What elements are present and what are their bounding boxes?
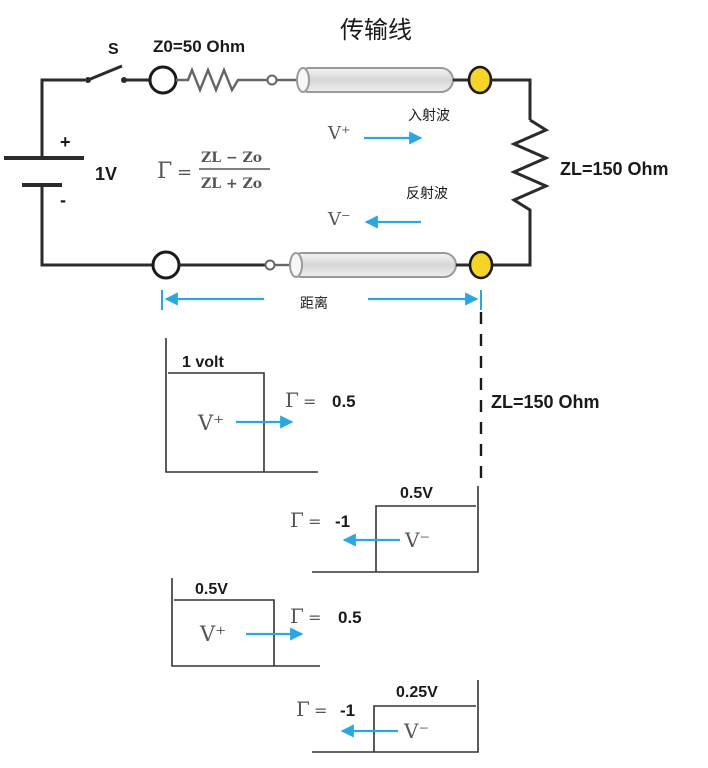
step-4-reflected-wave: 0.25V Γ = -1 V⁻: [296, 680, 479, 753]
step-gamma-equals: =: [308, 608, 321, 627]
load-label: ZL=150 Ohm: [560, 159, 669, 179]
reflected-caption: 反射波: [406, 186, 448, 202]
transmission-line-bottom: [289, 252, 457, 278]
step-1-incident-wave: 1 volt V⁺ Γ = 0.5: [165, 338, 356, 473]
z0-label: Z0=50 Ohm: [153, 37, 245, 56]
step-gamma-equals: =: [308, 512, 321, 531]
step-amplitude-label: 0.25V: [396, 684, 438, 701]
battery-plus-label: +: [60, 132, 71, 152]
circuit: + - 1V S Z0=50 Ohm ZL=150 Ohm: [4, 37, 669, 312]
battery-voltage-label: 1V: [95, 164, 117, 184]
step-gamma-value: 0.5: [332, 392, 356, 411]
reflected-wave-symbol: V⁻: [327, 209, 351, 230]
wire-left-bottom: [40, 200, 160, 267]
step-gamma-value: 0.5: [338, 608, 362, 627]
step-gamma-symbol: Γ: [285, 388, 299, 412]
step-gamma-symbol: Γ: [296, 697, 310, 721]
wire-right-bottom: [493, 222, 532, 267]
line-input-node-top: [266, 74, 278, 86]
formula-denominator: ZL + Zo: [201, 176, 262, 192]
step-2-reflected-wave: 0.5V Γ = -1 V⁻: [290, 485, 479, 573]
step-gamma-symbol: Γ: [290, 508, 304, 532]
battery-icon: [4, 148, 84, 200]
source-resistor-icon: [176, 66, 268, 94]
step-gamma-symbol: Γ: [290, 604, 304, 628]
transmission-line-top: [296, 67, 454, 93]
formula-numerator: ZL − Zo: [201, 150, 262, 166]
load-resistor-icon: [510, 118, 550, 222]
wire-right-top: [491, 78, 532, 120]
battery-minus-label: -: [60, 190, 66, 210]
step-gamma-value: -1: [340, 701, 355, 720]
load-terminal-top: [467, 65, 493, 95]
incident-wave-symbol: V⁺: [327, 123, 351, 144]
step-gamma-value: -1: [335, 512, 350, 531]
gamma-symbol: Γ: [157, 159, 172, 184]
step-wave-symbol: V⁺: [199, 622, 226, 646]
gamma-equals: =: [177, 162, 192, 183]
load-terminal-bottom: [468, 250, 494, 280]
step-amplitude-label: 0.5V: [195, 581, 228, 598]
reflection-coefficient-formula: Γ = ZL − Zo ZL + Zo: [157, 150, 270, 192]
distance-indicator: [161, 290, 482, 310]
distance-label: 距离: [300, 295, 328, 312]
step-3-incident-wave: 0.5V V⁺ Γ = 0.5: [171, 578, 362, 667]
switch-label: S: [108, 41, 119, 58]
step-amplitude-label: 1 volt: [182, 354, 224, 371]
incident-caption: 入射波: [408, 108, 450, 124]
source-terminal-top: [148, 65, 178, 95]
step-wave-symbol: V⁺: [197, 411, 224, 435]
step-wave-symbol: V⁻: [404, 528, 430, 552]
diagram-title: 传输线: [340, 16, 412, 44]
step-gamma-equals: =: [314, 701, 327, 720]
wire-left-top: [40, 78, 70, 148]
source-terminal-bottom: [151, 250, 181, 280]
switch-icon: [70, 64, 150, 83]
step-gamma-equals: =: [303, 392, 316, 411]
load-marker-label: ZL=150 Ohm: [491, 392, 600, 412]
step-amplitude-label: 0.5V: [400, 485, 433, 502]
step-wave-symbol: V⁻: [403, 719, 429, 743]
line-input-node-bottom: [264, 259, 276, 271]
